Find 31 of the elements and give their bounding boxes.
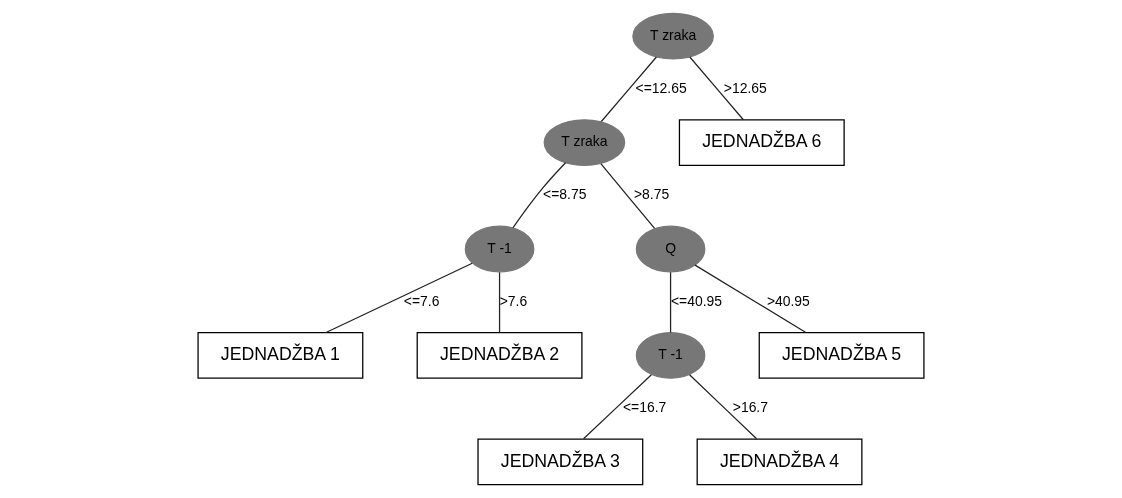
connector bbox=[694, 264, 807, 334]
edge-label: <=16.7 bbox=[622, 399, 667, 416]
connector bbox=[582, 374, 652, 440]
node-box: JEDNADŽBA 2 bbox=[416, 331, 583, 379]
edge-label: >8.75 bbox=[633, 186, 670, 203]
connector bbox=[600, 56, 658, 123]
connector bbox=[689, 56, 744, 121]
edge-label: >16.7 bbox=[732, 399, 768, 416]
node-ellipse: T zraka bbox=[543, 119, 626, 167]
node-box: JEDNADŽBA 5 bbox=[758, 331, 925, 379]
node-ellipse: T -1 bbox=[635, 331, 706, 379]
connector bbox=[688, 374, 758, 440]
connector bbox=[325, 262, 473, 334]
connector bbox=[669, 271, 672, 334]
connector bbox=[512, 162, 567, 229]
edge-label: >12.65 bbox=[723, 79, 767, 96]
edge-label: <=12.65 bbox=[635, 79, 687, 96]
edge-label: <=7.6 bbox=[403, 292, 440, 309]
node-ellipse: T -1 bbox=[464, 225, 535, 273]
node-ellipse: T zraka bbox=[632, 12, 714, 60]
edge-label: <=40.95 bbox=[670, 292, 723, 309]
edge-label: >7.6 bbox=[499, 292, 528, 309]
node-box: JEDNADŽBA 1 bbox=[197, 331, 364, 379]
edge-label: <=8.75 bbox=[543, 186, 587, 203]
connector bbox=[498, 271, 501, 334]
node-box: JEDNADŽBA 6 bbox=[678, 119, 845, 167]
node-ellipse: Q bbox=[635, 225, 706, 273]
connector bbox=[600, 163, 656, 230]
edge-label: >40.95 bbox=[766, 292, 810, 309]
node-box: JEDNADŽBA 3 bbox=[477, 438, 644, 486]
node-box: JEDNADŽBA 4 bbox=[696, 438, 863, 486]
